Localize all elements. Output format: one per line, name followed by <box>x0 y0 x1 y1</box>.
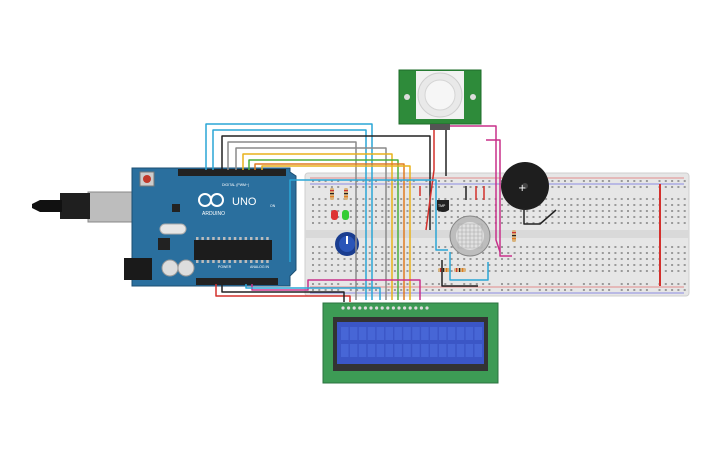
plus-icon: + <box>518 183 526 194</box>
pir-sensor <box>398 69 482 130</box>
wire-black-bottom <box>221 284 345 302</box>
reset-button <box>143 175 151 183</box>
arduino-model-label: UNO <box>232 196 257 208</box>
wire-blue-bottom <box>245 284 381 300</box>
gas-sensor <box>449 215 491 257</box>
usb-plug <box>60 193 90 219</box>
lcd-16x2 <box>322 302 499 384</box>
digital-header <box>178 169 286 176</box>
resistors <box>330 188 516 272</box>
analog-label: ANALOG IN <box>250 265 270 269</box>
microcontroller-chip <box>194 240 272 260</box>
wire-magenta-2 <box>486 139 512 257</box>
digital-label: DIGITAL (PWM~) <box>222 183 249 187</box>
wire-magenta-bottom <box>251 279 421 300</box>
wire-pir-magenta <box>450 125 501 253</box>
wire-black-1 <box>221 135 431 230</box>
wire-blue-3 <box>289 179 448 262</box>
wire-yellow-2 <box>261 165 411 300</box>
wires <box>205 123 661 302</box>
breadboard <box>304 172 690 297</box>
wire-blue-2 <box>212 129 367 300</box>
wire-red-bottom <box>215 284 351 302</box>
wire-gray <box>227 141 357 300</box>
wire-buzzer-black <box>523 208 557 225</box>
buzzer: + <box>501 162 549 210</box>
wire-blue-1 <box>205 123 373 300</box>
wire-orange <box>254 163 405 300</box>
temperature-sensor: TMP <box>437 200 449 212</box>
arduino-uno: ARDUINO UNO DIGITAL (PWM~) POWER ANALOG … <box>32 167 297 287</box>
analog-power-header <box>196 278 278 285</box>
arduino-brand-label: ARDUINO <box>202 211 225 217</box>
wire-pir-red <box>425 130 435 231</box>
temperature-sensor-label: TMP <box>438 204 446 208</box>
power-label: POWER <box>218 265 232 269</box>
wire-blue-gas <box>449 252 489 281</box>
wire-green <box>248 159 399 300</box>
power-jack <box>124 258 152 280</box>
breadboard-holes <box>312 180 686 291</box>
red-led <box>331 210 338 220</box>
potentiometer <box>335 232 359 256</box>
green-led <box>342 210 349 220</box>
wire-yellow <box>242 153 393 300</box>
on-label: ON <box>270 204 276 208</box>
arduino-logo <box>198 193 224 207</box>
wire-gray-2 <box>235 147 387 300</box>
wire-black-gas <box>441 260 478 287</box>
